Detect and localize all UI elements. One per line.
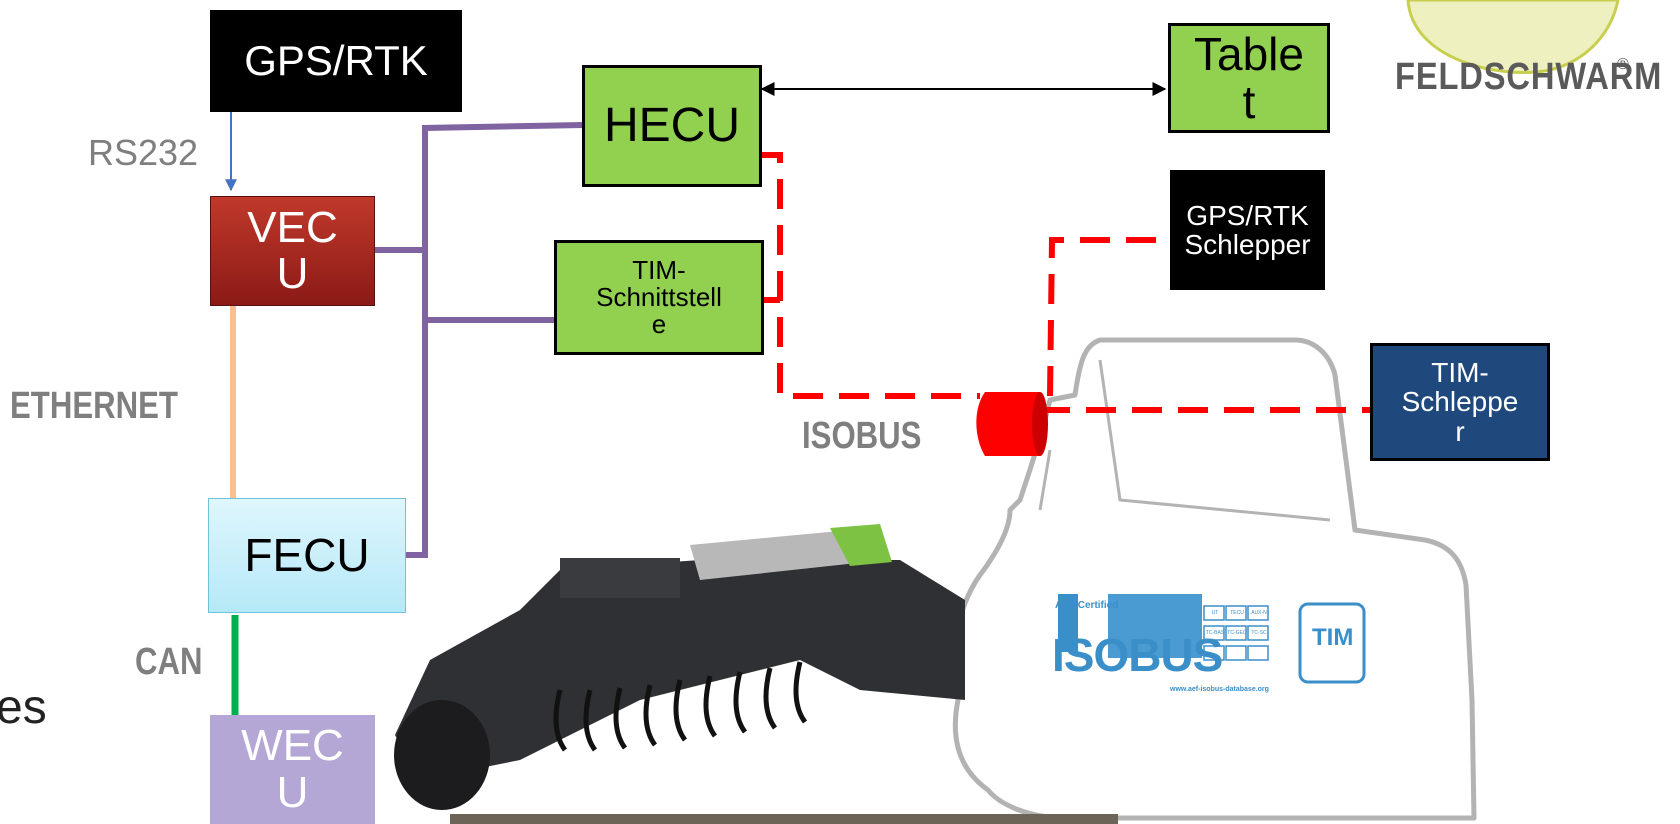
rs232-label: RS232 <box>88 132 199 173</box>
tim-schnittstelle-box: TIM- Schnittstell e <box>554 240 764 355</box>
can-label: CAN <box>135 641 203 683</box>
ethernet-label: ETHERNET <box>10 385 178 427</box>
logo-sunburst <box>1406 0 1620 74</box>
feldschwarm-logo: FELDSCHWARM ® <box>1395 56 1680 99</box>
decal-tag: AUX-N <box>1251 610 1267 616</box>
tim-decal-text: TIM <box>1312 624 1354 651</box>
gps-rtk-schlepper-box: GPS/RTK Schlepper <box>1170 170 1325 290</box>
aef-certified-text: AEF Certified <box>1055 600 1119 611</box>
hecu-box: HECU <box>582 65 762 187</box>
isobus-lines <box>758 152 1370 413</box>
decal-tag: TC-GEO <box>1227 630 1247 636</box>
wecu-box: WEC U <box>210 715 375 824</box>
decal-tag: TC-BAS <box>1205 630 1225 636</box>
gps-rtk-box: GPS/RTK <box>210 10 462 112</box>
fecu-box: FECU <box>208 498 406 613</box>
purple-bus <box>372 122 584 559</box>
tractor-illustration <box>952 337 1477 821</box>
photo-strip <box>450 814 1118 824</box>
decal-tag: TECU <box>1230 610 1244 616</box>
isobus-decal <box>1058 594 1366 684</box>
isobus-decal-text: ISOBUS <box>1052 629 1223 681</box>
tablet-box: Table t <box>1168 23 1330 133</box>
decal-tag: TC-SC <box>1251 630 1267 636</box>
partial-text: es <box>0 681 47 734</box>
isobus-label: ISOBUS <box>802 415 922 457</box>
aef-url-text: www.aef-isobus-database.org <box>1170 686 1269 693</box>
tim-schlepper-box: TIM- Schleppe r <box>1370 343 1550 461</box>
isobus-plug <box>976 392 1040 456</box>
isobus-plug-face <box>1032 392 1048 456</box>
decal-function-tags: UT TECU AUX-N TC-BAS TC-GEO TC-SC <box>1204 607 1270 640</box>
logo-text: FELDSCHWARM <box>1395 56 1663 98</box>
vecu-box: VEC U <box>210 196 375 306</box>
decal-tag: UT <box>1211 610 1219 616</box>
logo-registered-mark: ® <box>1617 56 1629 73</box>
implement-illustration <box>394 524 965 810</box>
